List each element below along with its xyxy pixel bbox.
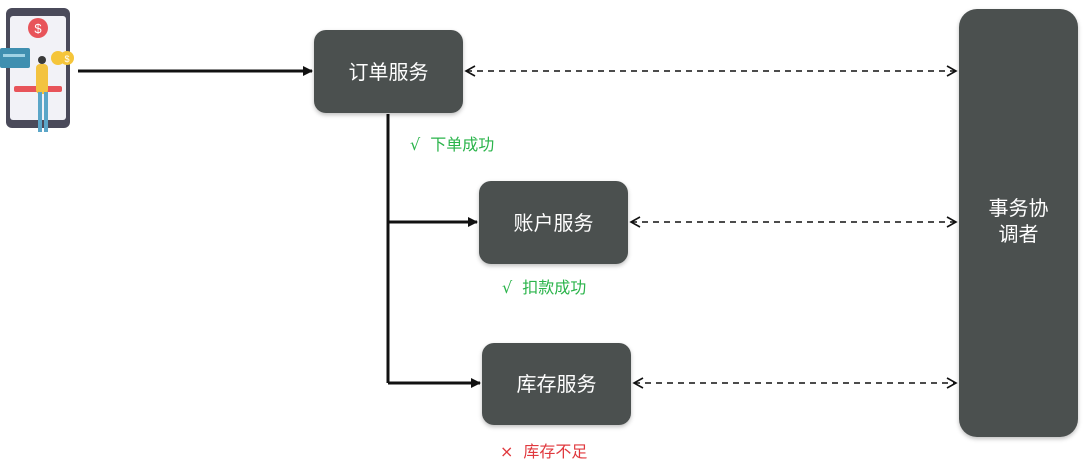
inventory-status-text: 库存不足 xyxy=(523,442,588,461)
order-service-node: 订单服务 xyxy=(314,30,463,113)
account-service-label: 账户服务 xyxy=(513,210,594,235)
account-status: √ 扣款成功 xyxy=(502,274,586,298)
check-icon: √ xyxy=(410,135,421,154)
cross-icon: × xyxy=(500,442,514,461)
svg-text:$: $ xyxy=(34,21,42,36)
order-status-text: 下单成功 xyxy=(430,135,495,154)
order-status: √ 下单成功 xyxy=(410,131,494,155)
inventory-service-node: 库存服务 xyxy=(482,343,631,425)
order-service-label: 订单服务 xyxy=(348,59,429,84)
inventory-status: × 库存不足 xyxy=(500,438,587,462)
account-service-node: 账户服务 xyxy=(479,181,628,264)
user-payment-icon: $ $ xyxy=(0,8,74,132)
transaction-coordinator-node: 事务协调者 xyxy=(959,9,1078,437)
check-icon: √ xyxy=(502,278,513,297)
account-status-text: 扣款成功 xyxy=(522,278,587,297)
inventory-service-label: 库存服务 xyxy=(516,372,597,396)
svg-text:$: $ xyxy=(64,54,69,64)
coordinator-label: 事务协调者 xyxy=(988,196,1049,246)
